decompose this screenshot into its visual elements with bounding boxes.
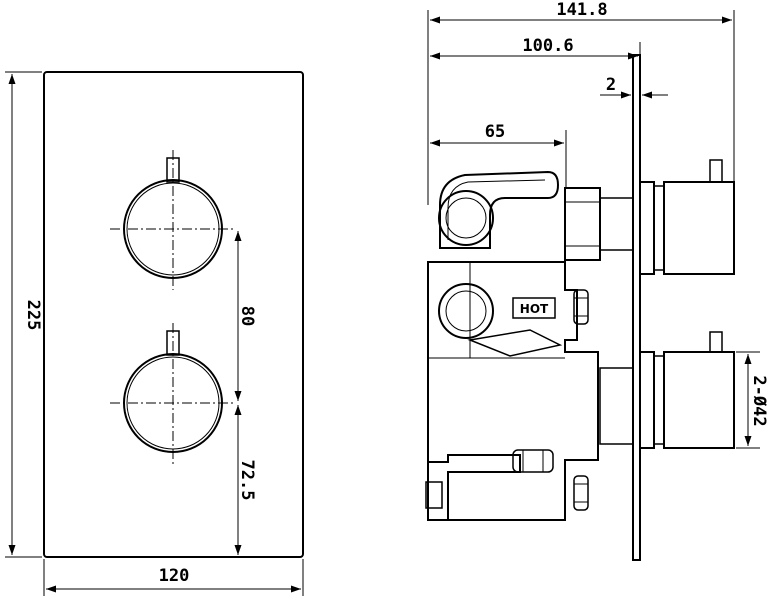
middle-port xyxy=(438,283,494,339)
knob-offset-label: 72.5 xyxy=(237,460,257,501)
dimension-knob-offset: 72.5 xyxy=(234,405,257,555)
upper-stem-block xyxy=(564,187,601,261)
upper-bolt xyxy=(573,289,589,325)
plate-thickness-label: 2 xyxy=(606,75,616,95)
dimension-plate-height: 225 xyxy=(5,71,43,558)
dimension-valve-depth: 65 xyxy=(430,122,564,147)
side-view: HOT xyxy=(425,0,769,561)
dimension-plate-thickness: 2 xyxy=(600,75,668,99)
front-view: 225 80 72.5 120 xyxy=(5,71,304,596)
lower-knob xyxy=(110,323,236,464)
plate-height-label: 225 xyxy=(23,300,43,331)
dimension-overall-depth: 141.8 xyxy=(430,0,732,24)
dimension-knob-spacing: 80 xyxy=(234,231,257,401)
dimension-body-depth: 100.6 xyxy=(430,36,638,60)
knob-spacing-label: 80 xyxy=(237,306,257,326)
knob-diameter-label: 2-Ø42 xyxy=(749,375,769,426)
upper-port xyxy=(438,190,494,246)
plate-width-label: 120 xyxy=(159,566,190,586)
cover-plate xyxy=(43,71,304,558)
upper-housing xyxy=(439,170,560,249)
hot-marking: HOT xyxy=(512,297,556,319)
dimension-knob-diameter: 2-Ø42 xyxy=(736,351,769,449)
dimension-plate-width: 120 xyxy=(43,559,304,596)
upper-handle-side xyxy=(599,159,735,275)
upper-knob xyxy=(110,150,236,290)
lower-bolt xyxy=(573,475,589,511)
valve-depth-label: 65 xyxy=(485,122,505,142)
overall-depth-label: 141.8 xyxy=(556,0,607,20)
hot-label: HOT xyxy=(520,302,549,316)
lower-handle-side xyxy=(599,331,735,449)
body-depth-label: 100.6 xyxy=(522,36,573,56)
wall-plate xyxy=(632,54,641,561)
valve-body xyxy=(427,261,599,521)
